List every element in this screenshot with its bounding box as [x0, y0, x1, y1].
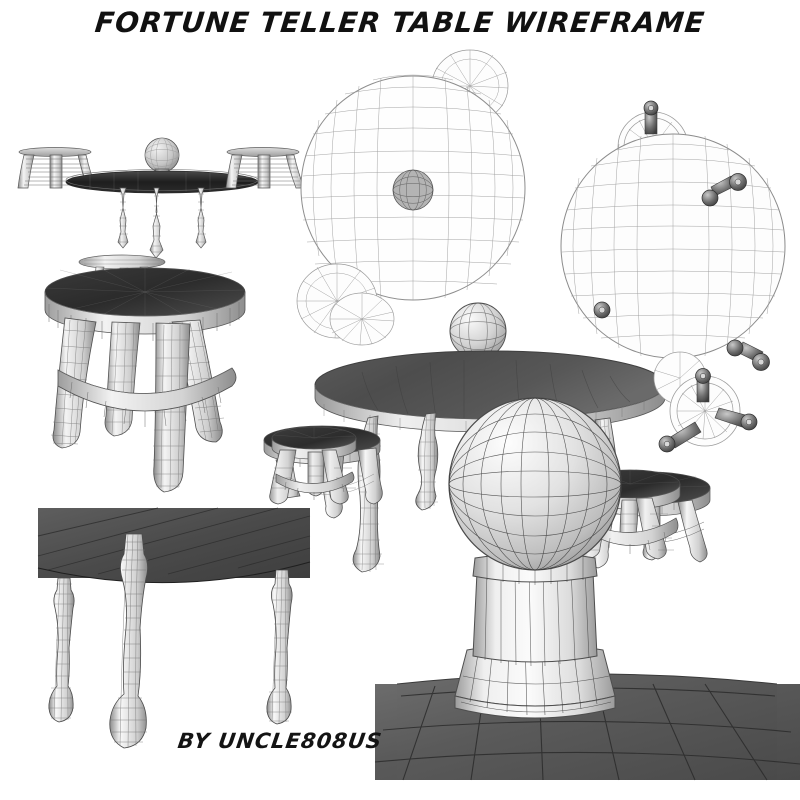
- tabletop-underside: [560, 133, 786, 371]
- turned-leg-left: [48, 577, 75, 723]
- page-title: FORTUNE TELLER TABLE WIREFRAME: [93, 6, 707, 39]
- view-ortho-front-table: [10, 60, 305, 259]
- table-leg-stub: [701, 173, 747, 207]
- stool-ring-stretcher: [57, 367, 237, 427]
- crystal-sphere: [448, 397, 622, 571]
- stool-leg: [104, 321, 141, 437]
- table-legs-ortho: [117, 187, 207, 259]
- table-front-ortho: [65, 137, 259, 259]
- view-persp-stool-small: [258, 412, 370, 517]
- stool-leg-stub: [695, 368, 711, 403]
- tabletop-surface: [314, 350, 666, 420]
- crystal-ball-top: [392, 169, 434, 211]
- stool-leg-stub: [714, 407, 758, 431]
- stool-leg-stub: [643, 100, 659, 135]
- table-leg-stub: [726, 339, 770, 371]
- stool-ring-small: [275, 471, 355, 500]
- credit-text: BY UNCLE808US: [176, 729, 384, 753]
- tabletop-grid-lines: [37, 507, 311, 575]
- stool-leg-stub: [658, 421, 702, 453]
- tabletop-dark-underside: [38, 508, 310, 583]
- table-leg-persp: [415, 412, 439, 511]
- turned-leg-right: [266, 569, 293, 725]
- view-crystal-ball-panel: [374, 397, 800, 781]
- crystal-ball-ortho: [144, 137, 180, 173]
- stool-right-ortho: [225, 147, 305, 189]
- turned-leg-center: [109, 533, 148, 749]
- view-bottom-table: [545, 50, 800, 371]
- view-leg-detail-panel: [37, 507, 311, 780]
- stool-seat-top-left: [329, 292, 395, 346]
- view-stool-bottom-detail: [655, 358, 800, 468]
- table-leg-stub: [593, 301, 611, 319]
- tabletop-top-view: [300, 74, 526, 301]
- view-persp-stool-large: [40, 230, 330, 520]
- stool-large-persp: [44, 267, 246, 493]
